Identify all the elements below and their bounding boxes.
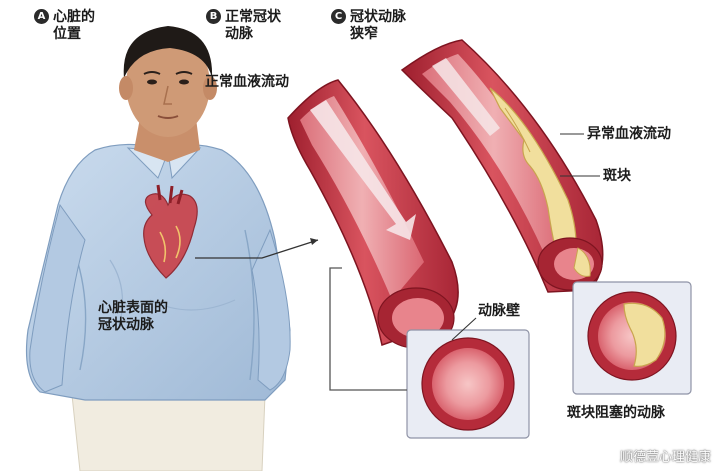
label-coronary-line2: 冠状动脉 — [98, 317, 154, 333]
normal-cross-section-panel — [406, 329, 530, 439]
normal-artery-tube — [287, 79, 459, 349]
label-coronary-artery: 心脏表面的 冠状动脉 — [98, 300, 168, 334]
panel-c-title: C 冠状动脉 狭窄 — [331, 9, 406, 43]
label-coronary-line1: 心脏表面的 — [98, 300, 168, 316]
connector-normal — [329, 267, 407, 391]
panel-b-title: B 正常冠状 动脉 — [206, 9, 281, 43]
narrowed-artery-tube — [400, 39, 604, 293]
label-abnormal-flow: 异常血液流动 — [587, 126, 671, 142]
person-figure — [25, 26, 291, 471]
panel-c-title-line1: 冠状动脉 — [350, 9, 406, 25]
panel-a-title-line2: 位置 — [53, 26, 81, 42]
panel-a-title-line1: 心脏的 — [53, 9, 95, 25]
label-normal-flow: 正常血液流动 — [205, 74, 289, 90]
panel-c-badge: C — [331, 9, 346, 24]
panel-b-badge: B — [206, 9, 221, 24]
blocked-cross-section-panel — [572, 281, 692, 395]
panel-a-badge: A — [34, 9, 49, 24]
panel-b-title-line2: 动脉 — [225, 26, 253, 42]
panel-b-title-line1: 正常冠状 — [225, 9, 281, 25]
watermark: 顺德荳心理健康 — [619, 450, 711, 465]
heart-illustration — [143, 184, 198, 279]
label-plaque: 斑块 — [603, 168, 631, 184]
panel-c-title-line2: 狭窄 — [350, 26, 378, 42]
leader-artery-wall — [451, 317, 477, 341]
panel-a-title: A 心脏的 位置 — [34, 9, 95, 43]
label-blocked-artery: 斑块阻塞的动脉 — [567, 405, 665, 421]
label-artery-wall: 动脉壁 — [478, 303, 520, 319]
leader-line-heart-to-artery — [195, 238, 319, 259]
